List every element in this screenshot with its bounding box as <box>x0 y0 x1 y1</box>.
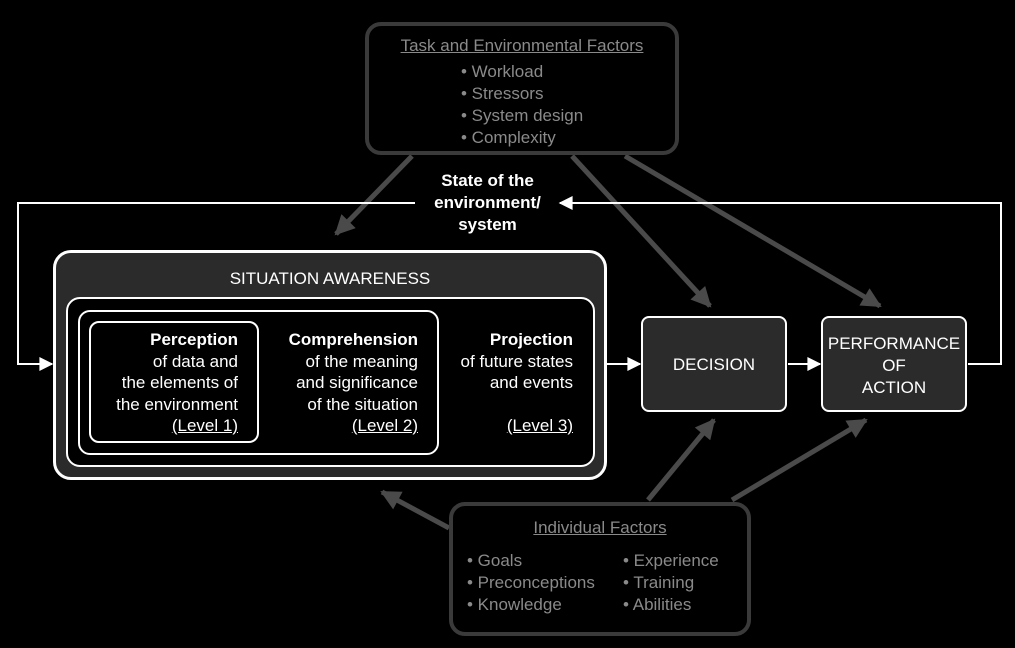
state-of-environment-label: State of the environment/ system <box>434 171 541 234</box>
performance-of-action-box: PERFORMANCE OF ACTION <box>821 316 967 412</box>
performance-label-line: OF <box>882 356 906 375</box>
individual-to-performance-arrow <box>730 417 868 503</box>
perception-block: Perception of data and the elements of t… <box>116 329 238 437</box>
projection-heading: Projection <box>489 330 573 349</box>
individual-factors-box: Individual Factors • Goals • Preconcepti… <box>449 502 751 636</box>
situation-awareness-title: SITUATION AWARENESS <box>229 269 431 288</box>
decision-label: DECISION <box>672 355 756 374</box>
perception-line: the environment <box>116 394 238 414</box>
perception-level-box <box>89 321 259 443</box>
performance-label-line: ACTION <box>861 378 927 397</box>
comprehension-line: of the situation <box>307 394 418 414</box>
individual-factor-item: • Knowledge <box>467 595 562 614</box>
individual-to-decision-arrow <box>646 418 716 502</box>
task-factor-item: • Stressors <box>461 84 544 103</box>
performance-label-line: PERFORMANCE <box>827 334 961 353</box>
feedback-loop-left <box>17 202 415 371</box>
task-factor-item: • Workload <box>461 62 544 81</box>
perception-heading: Perception <box>150 330 238 349</box>
comprehension-block: Comprehension of the meaning and signifi… <box>289 329 418 437</box>
task-factors-title: Task and Environmental Factors <box>400 36 644 55</box>
projection-line: and events <box>489 373 573 392</box>
task-factor-item: • Complexity <box>461 128 556 147</box>
task-factor-item: • System design <box>461 106 584 125</box>
decision-box: DECISION <box>641 316 787 412</box>
projection-block: Projection of future states and events (… <box>461 329 573 437</box>
task-to-performance-arrow <box>623 153 882 309</box>
comprehension-level: (Level 2) <box>351 416 418 435</box>
comprehension-heading: Comprehension <box>288 330 418 349</box>
perception-level: (Level 1) <box>171 416 238 435</box>
perception-line: the elements of <box>121 373 238 392</box>
projection-line: of future states <box>460 351 573 371</box>
individual-factors-title: Individual Factors <box>533 518 667 537</box>
comprehension-line: of the meaning <box>305 351 418 371</box>
projection-level: (Level 3) <box>506 416 573 435</box>
comprehension-line: and significance <box>296 373 418 392</box>
individual-factor-item: • Goals <box>467 551 523 570</box>
task-to-sa-arrow <box>334 154 414 236</box>
individual-to-sa-arrow <box>380 489 451 531</box>
individual-factor-item: • Abilities <box>623 595 692 614</box>
individual-factor-item: • Experience <box>623 551 719 570</box>
individual-factor-item: • Preconceptions <box>467 573 595 592</box>
feedback-loop-right <box>558 196 1002 365</box>
individual-factor-item: • Training <box>623 573 695 592</box>
task-environmental-factors-box: Task and Environmental Factors • Workloa… <box>365 22 679 155</box>
perception-line: of data and <box>152 351 238 371</box>
task-to-decision-arrow <box>570 154 712 308</box>
